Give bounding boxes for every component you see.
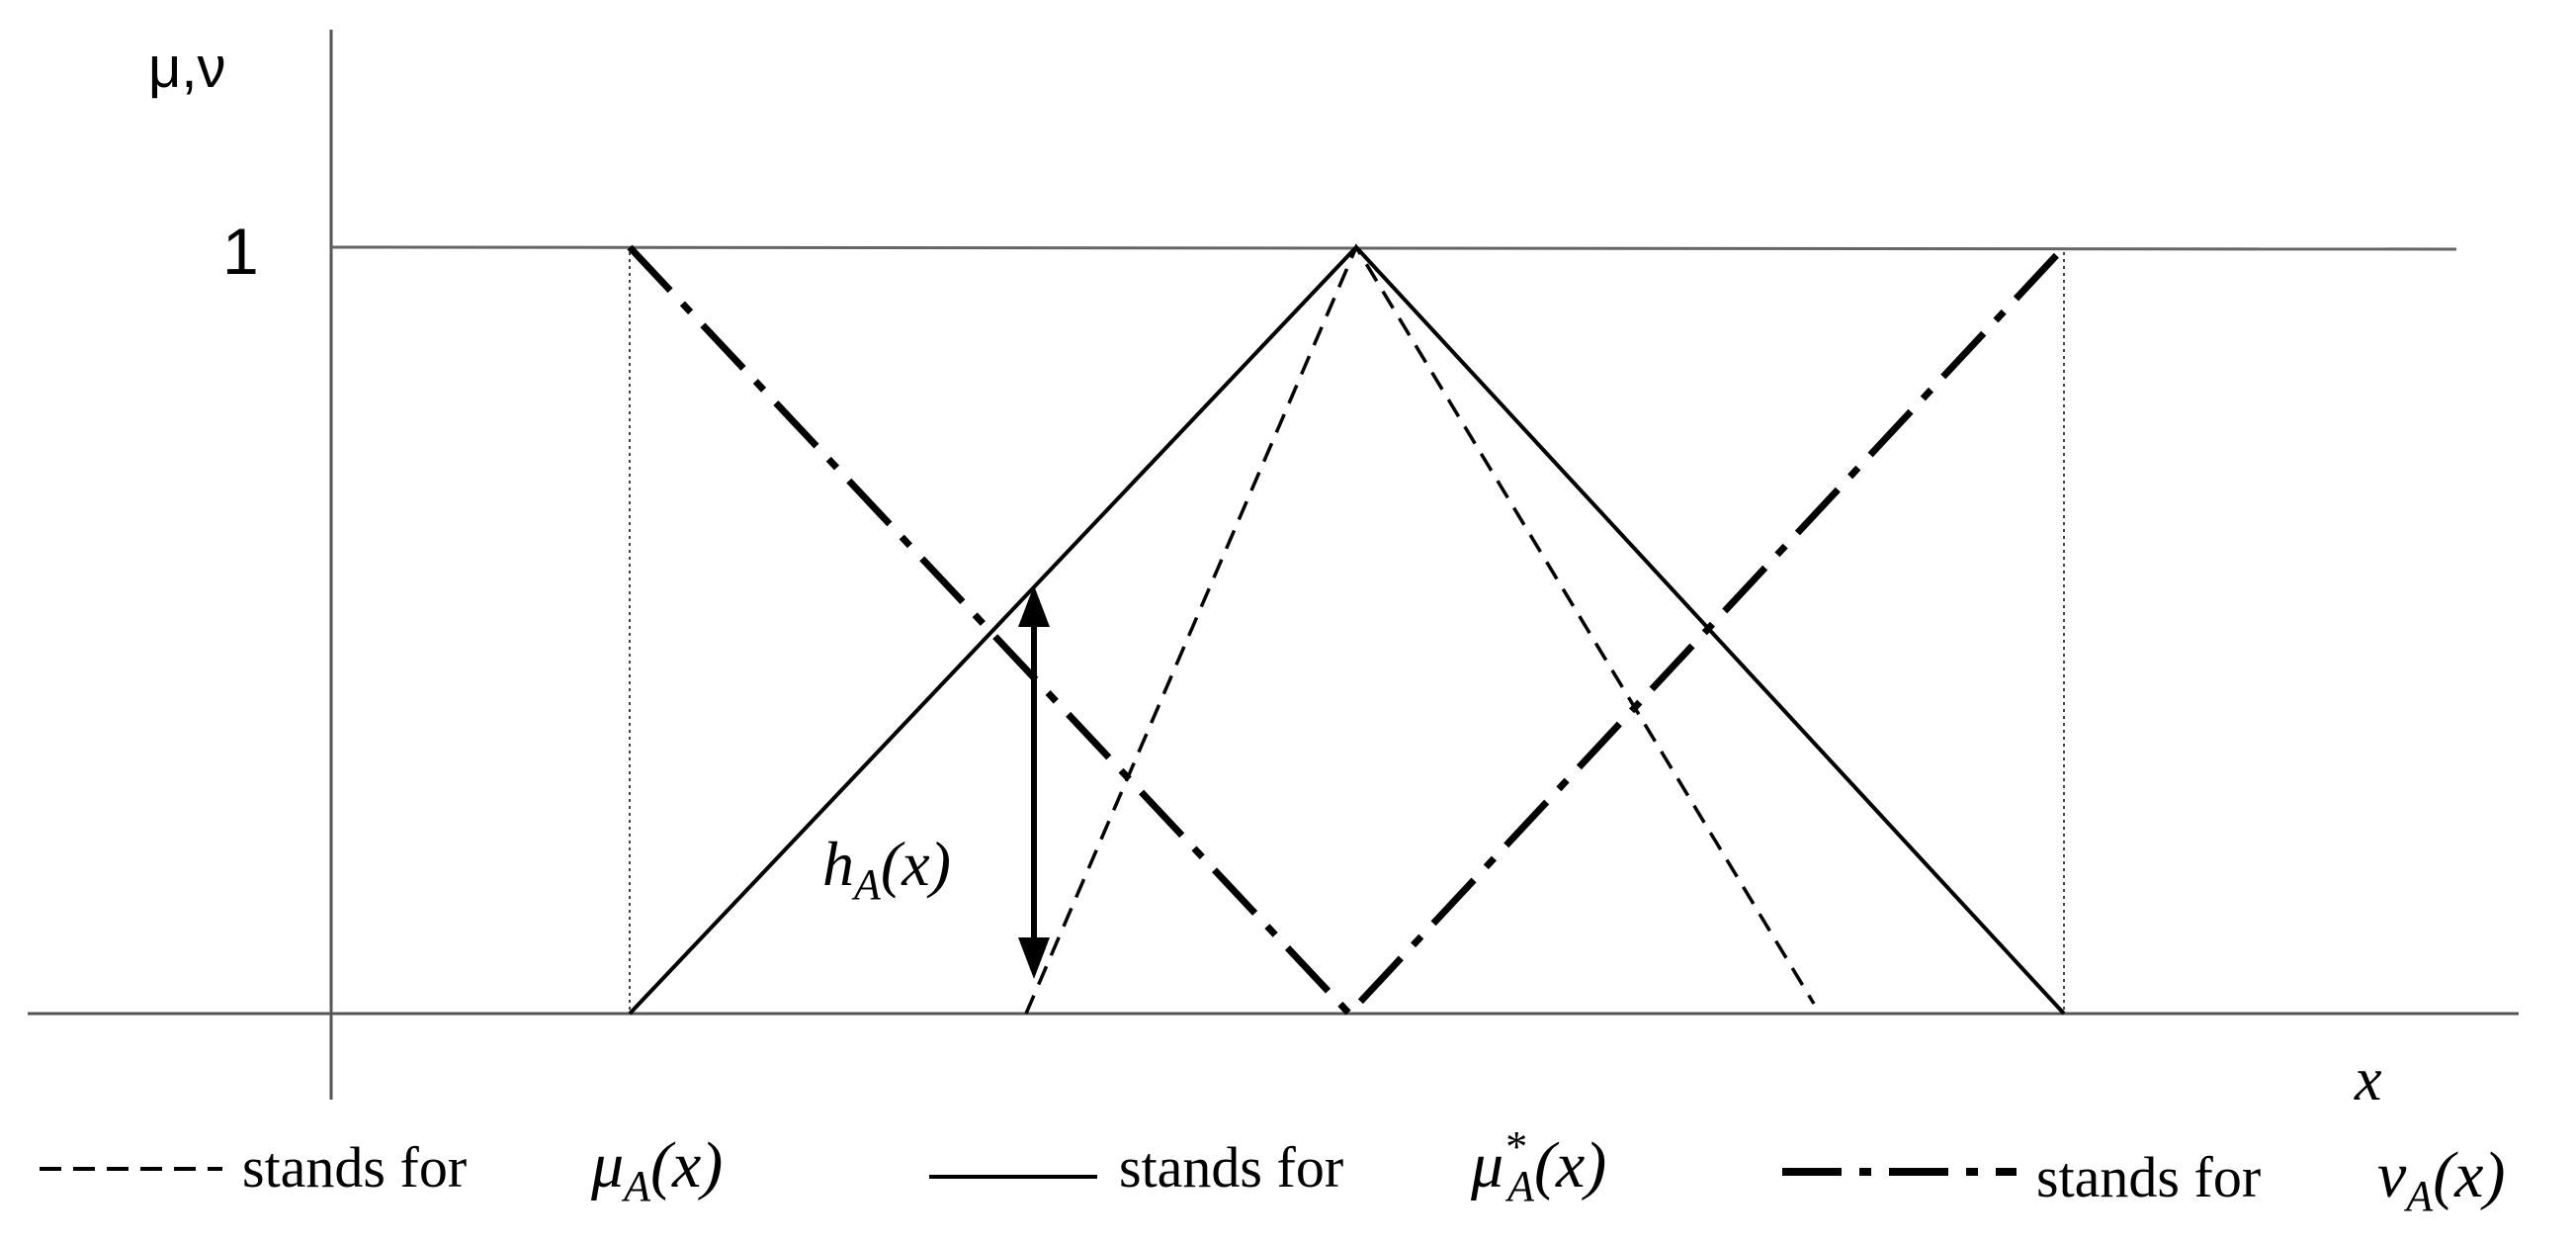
legend-mu-star-text: stands for [1119, 1135, 1343, 1200]
hesitation-label: hA(x) [822, 829, 951, 909]
hesitation-label-sub: A [851, 860, 882, 909]
legend-mu-text: stands for [242, 1135, 467, 1200]
hesitation-label-arg: (x) [881, 829, 951, 899]
y-tick-one: 1 [222, 215, 259, 288]
one-level-line [330, 245, 2457, 251]
legend-nu-symbol-arg: (x) [2433, 1139, 2505, 1211]
x-axis-label: x [2354, 1046, 2382, 1113]
legend-mu-symbol-sub: A [621, 1162, 651, 1210]
hesitation-arrow-head-down [1018, 937, 1050, 979]
legend-nu-symbol: νA(x) [2377, 1139, 2505, 1220]
legend: stands for μA(x) stands for μ*A(x) stand… [40, 1122, 2505, 1220]
nu-curve [627, 244, 2067, 1020]
hesitation-arrow-head-up [1018, 585, 1050, 627]
y-axis-label: μ,ν [148, 36, 226, 100]
legend-mu-symbol: μA(x) [590, 1129, 723, 1210]
legend-mu-star-symbol: μ*A(x) [1470, 1122, 1606, 1210]
legend-mu-star-symbol-arg: (x) [1534, 1129, 1606, 1201]
legend-mu-symbol-arg: (x) [650, 1129, 723, 1201]
legend-nu-symbol-base: ν [2377, 1139, 2407, 1211]
legend-mu-star-symbol-sup: * [1503, 1122, 1525, 1171]
hesitation-label-base: h [822, 829, 854, 899]
legend-mu-star-symbol-base: μ [1470, 1129, 1503, 1201]
legend-mu-star-symbol-sub: A [1504, 1162, 1535, 1210]
legend-mu-symbol-base: μ [590, 1129, 624, 1201]
mu-curve [1024, 243, 1816, 1015]
legend-nu-symbol-sub: A [2403, 1172, 2434, 1220]
legend-nu-text: stands for [2036, 1145, 2261, 1209]
